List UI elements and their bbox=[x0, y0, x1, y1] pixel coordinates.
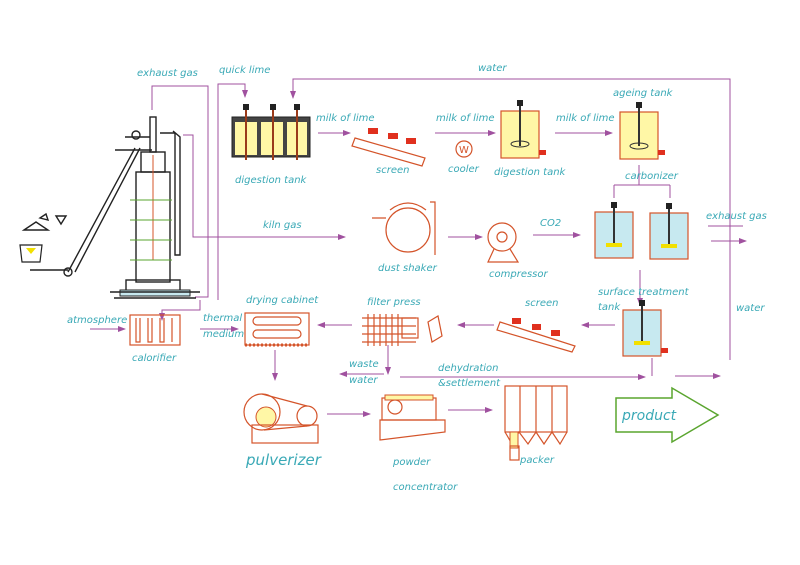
label-settlement: &settlement bbox=[438, 378, 501, 389]
kiln-gas-line bbox=[183, 134, 346, 240]
label-atmosphere: atmosphere bbox=[67, 315, 127, 326]
drying-cabinet bbox=[244, 312, 310, 347]
label-quick-lime: quick lime bbox=[219, 65, 270, 76]
flow-lines bbox=[90, 78, 746, 417]
gas-duct bbox=[160, 130, 181, 256]
label-pulverizer: pulverizer bbox=[245, 451, 322, 469]
cooler-icon: W bbox=[455, 140, 473, 158]
label-milk-of-lime-1: milk of lime bbox=[316, 113, 375, 124]
label-exhaust-gas-right: exhaust gas bbox=[706, 211, 767, 222]
surface-treatment-tank bbox=[622, 300, 668, 357]
label-calorifier: calorifier bbox=[132, 353, 177, 364]
label-ageing-tank: ageing tank bbox=[613, 88, 674, 99]
skip-hoist bbox=[30, 147, 141, 273]
lime-kiln bbox=[19, 116, 200, 299]
label-tank: tank bbox=[598, 302, 621, 313]
dust-shaker bbox=[372, 201, 436, 255]
label-milk-of-lime-2: milk of lime bbox=[436, 113, 495, 124]
label-compressor: compressor bbox=[489, 269, 549, 280]
label-surface-treatment: surface treatment bbox=[598, 287, 690, 298]
product-arrow bbox=[615, 386, 720, 444]
label-packer: packer bbox=[519, 455, 555, 466]
digestion-tank-1 bbox=[231, 104, 311, 160]
compressor bbox=[487, 222, 520, 263]
label-concentrator: concentrator bbox=[393, 482, 458, 493]
label-powder: powder bbox=[392, 457, 431, 468]
label-product: product bbox=[621, 408, 677, 424]
label-thermal: thermal bbox=[203, 313, 242, 324]
label-medium: medium bbox=[203, 329, 244, 340]
label-water-waste: water bbox=[349, 375, 378, 386]
label-water-right: water bbox=[736, 303, 765, 314]
label-exhaust-gas-top: exhaust gas bbox=[137, 68, 198, 79]
digestion-tank-2 bbox=[500, 100, 546, 159]
label-dust-shaker: dust shaker bbox=[378, 263, 438, 274]
ageing-tank bbox=[619, 102, 665, 160]
label-carbonizer: carbonizer bbox=[625, 171, 679, 182]
labels: exhaust gas quick lime water milk of lim… bbox=[67, 63, 767, 493]
label-milk-of-lime-3: milk of lime bbox=[556, 113, 615, 124]
quick-lime-line bbox=[217, 83, 248, 300]
label-water-top: water bbox=[478, 63, 507, 74]
screen-2 bbox=[496, 318, 576, 353]
label-dehydration: dehydration bbox=[438, 363, 499, 374]
cooler-symbol: W bbox=[459, 145, 469, 156]
label-kiln-gas: kiln gas bbox=[263, 220, 302, 231]
packer bbox=[504, 385, 568, 461]
screen-1 bbox=[351, 128, 426, 167]
calorifier bbox=[129, 314, 181, 346]
label-co2: CO2 bbox=[540, 218, 561, 229]
label-waste: waste bbox=[349, 359, 379, 370]
limestone-pieces bbox=[21, 212, 68, 231]
filter-press bbox=[362, 314, 443, 346]
exhaust-gas-right-line bbox=[708, 225, 746, 241]
label-drying-cabinet: drying cabinet bbox=[246, 295, 319, 306]
powder-concentrator bbox=[379, 394, 446, 441]
label-screen-2: screen bbox=[525, 298, 558, 309]
label-digestion-tank-2: digestion tank bbox=[494, 167, 567, 178]
carbonizer-split bbox=[613, 165, 671, 198]
carbonizer-tanks bbox=[594, 202, 689, 260]
label-digestion-tank-1: digestion tank bbox=[235, 175, 308, 186]
label-cooler: cooler bbox=[448, 164, 480, 175]
water-return-line bbox=[290, 78, 731, 360]
heat-supply-line bbox=[159, 300, 201, 321]
exhaust-gas-line bbox=[151, 85, 209, 298]
label-screen-1: screen bbox=[376, 165, 409, 176]
label-filter-press: filter press bbox=[367, 297, 421, 308]
pulverizer bbox=[243, 393, 319, 444]
